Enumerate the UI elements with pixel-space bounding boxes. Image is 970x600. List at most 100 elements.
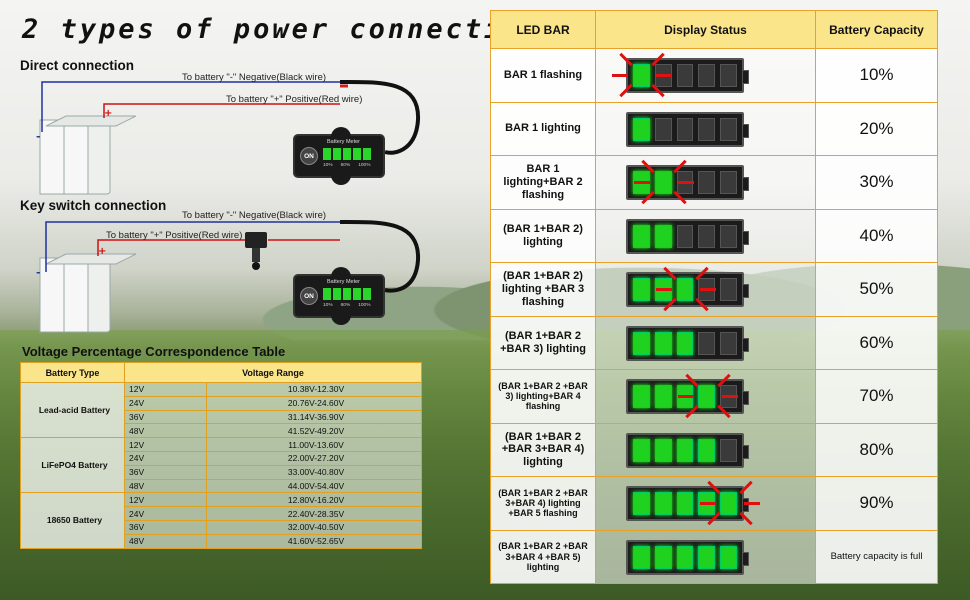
led-segment bbox=[720, 492, 737, 515]
svg-text:-: - bbox=[36, 266, 41, 279]
led-display-status bbox=[595, 529, 816, 584]
led-segment bbox=[698, 385, 716, 408]
voltage-table-title: Voltage Percentage Correspondence Table bbox=[22, 344, 286, 359]
led-segment bbox=[654, 492, 672, 515]
led-display-status bbox=[595, 476, 816, 531]
led-display-status bbox=[595, 369, 816, 424]
led-display-status bbox=[595, 155, 816, 210]
led-segment bbox=[654, 171, 672, 194]
flash-spark-icon bbox=[634, 180, 650, 184]
svg-text:+: + bbox=[104, 108, 112, 119]
led-bar-description: BAR 1 lighting+BAR 2 flashing bbox=[490, 155, 596, 210]
led-segment bbox=[676, 64, 694, 87]
led-bar-description: (BAR 1+BAR 2 +BAR 3) lighting bbox=[490, 315, 596, 370]
voltage-range-cell: 33.00V-40.80V bbox=[206, 464, 422, 480]
battery-capacity-value: 70% bbox=[815, 369, 938, 424]
nominal-voltage-cell: 12V bbox=[124, 382, 207, 397]
voltage-header-type: Battery Type bbox=[20, 362, 125, 383]
direct-positive-label: To battery "+" Positive(Red wire) bbox=[226, 94, 363, 105]
led-header-display: Display Status bbox=[595, 10, 816, 49]
voltage-range-cell: 32.00V-40.50V bbox=[206, 519, 422, 535]
led-segment bbox=[633, 224, 650, 248]
meter-pct-low: 10% bbox=[323, 163, 333, 168]
led-bar-description: BAR 1 lighting bbox=[490, 101, 596, 156]
led-display-status bbox=[595, 208, 816, 263]
battery-type-cell: Lead-acid Battery bbox=[20, 381, 125, 439]
led-bar-description: (BAR 1+BAR 2 +BAR 3+BAR 4 +BAR 5) lighti… bbox=[490, 529, 596, 584]
voltage-range-cell: 41.52V-49.20V bbox=[206, 423, 422, 439]
battery-pack-key-icon: - + bbox=[36, 246, 137, 333]
led-display-status bbox=[595, 48, 816, 103]
battery-capacity-value: 80% bbox=[815, 422, 938, 477]
battery-meter-direct: Battery Meter ON 10% 60% 100% bbox=[293, 127, 385, 185]
led-segment bbox=[720, 545, 737, 569]
led-row: (BAR 1+BAR 2 +BAR 3+BAR 4) lighting +BAR… bbox=[490, 476, 938, 531]
led-row: (BAR 1+BAR 2 +BAR 3+BAR 4 +BAR 5) lighti… bbox=[490, 529, 938, 584]
led-segment bbox=[698, 224, 716, 248]
battery-indicator-icon bbox=[626, 486, 749, 521]
nominal-voltage-cell: 12V bbox=[124, 492, 207, 508]
led-segment bbox=[720, 64, 737, 87]
battery-capacity-value: 30% bbox=[815, 155, 938, 210]
led-segment bbox=[633, 545, 650, 569]
battery-capacity-value: 50% bbox=[815, 262, 938, 317]
nominal-voltage-cell: 24V bbox=[124, 506, 207, 521]
voltage-range-cell: 22.40V-28.35V bbox=[206, 506, 422, 521]
led-bar-description: (BAR 1+BAR 2) lighting bbox=[490, 208, 596, 263]
led-segment bbox=[676, 545, 694, 569]
led-segment bbox=[720, 331, 737, 355]
led-display-status bbox=[595, 315, 816, 370]
led-segment bbox=[633, 278, 650, 301]
led-row: BAR 1 lighting 20% bbox=[490, 101, 938, 156]
led-segment bbox=[676, 224, 694, 248]
key-negative-label: To battery "-" Negative(Black wire) bbox=[182, 210, 327, 221]
led-display-status bbox=[595, 101, 816, 156]
voltage-table: Battery Type Voltage Range Lead-acid Bat… bbox=[20, 362, 422, 549]
meter-title: Battery Meter bbox=[327, 279, 361, 285]
battery-indicator-icon bbox=[626, 325, 749, 361]
led-segment bbox=[698, 64, 716, 87]
voltage-range-cell: 44.00V-54.40V bbox=[206, 478, 422, 494]
battery-capacity-value: 10% bbox=[815, 48, 938, 103]
on-button-icon: ON bbox=[300, 287, 318, 305]
led-bar-description: (BAR 1+BAR 2 +BAR 3) lighting+BAR 4 flas… bbox=[490, 369, 596, 424]
voltage-range-cell: 10.38V-12.30V bbox=[206, 382, 422, 397]
nominal-voltage-cell: 24V bbox=[124, 395, 207, 411]
led-segment bbox=[720, 224, 737, 248]
battery-indicator-icon bbox=[626, 272, 749, 307]
led-bar-description: (BAR 1+BAR 2 +BAR 3+BAR 4) lighting bbox=[490, 422, 596, 477]
flash-spark-icon bbox=[656, 73, 672, 77]
led-segment bbox=[698, 438, 716, 462]
led-row: (BAR 1+BAR 2 +BAR 3+BAR 4) lighting 80% bbox=[490, 422, 938, 477]
led-display-status bbox=[595, 422, 816, 477]
meter-pct-high: 100% bbox=[358, 303, 371, 308]
voltage-range-cell: 22.00V-27.20V bbox=[206, 450, 422, 466]
led-segment bbox=[654, 331, 672, 355]
led-segment bbox=[654, 224, 672, 248]
meter-pct-mid: 60% bbox=[340, 163, 351, 168]
key-switch-icon bbox=[245, 232, 267, 270]
led-header-bar: LED BAR bbox=[490, 10, 596, 49]
nominal-voltage-cell: 36V bbox=[124, 409, 207, 425]
battery-capacity-value: 20% bbox=[815, 101, 938, 156]
wiring-diagram: - + - + bbox=[36, 79, 421, 333]
flash-spark-icon bbox=[612, 73, 628, 77]
led-segment bbox=[698, 331, 716, 355]
battery-capacity-value: 90% bbox=[815, 476, 938, 531]
led-segment bbox=[633, 64, 650, 87]
led-segment bbox=[654, 545, 672, 569]
meter-title: Battery Meter bbox=[327, 139, 361, 145]
on-button-icon: ON bbox=[300, 147, 318, 165]
nominal-voltage-cell: 12V bbox=[124, 437, 207, 452]
nominal-voltage-cell: 48V bbox=[124, 533, 207, 549]
battery-indicator-icon bbox=[626, 218, 749, 254]
flash-spark-icon bbox=[678, 394, 694, 398]
page-title: 2 types of power connections bbox=[22, 14, 562, 45]
